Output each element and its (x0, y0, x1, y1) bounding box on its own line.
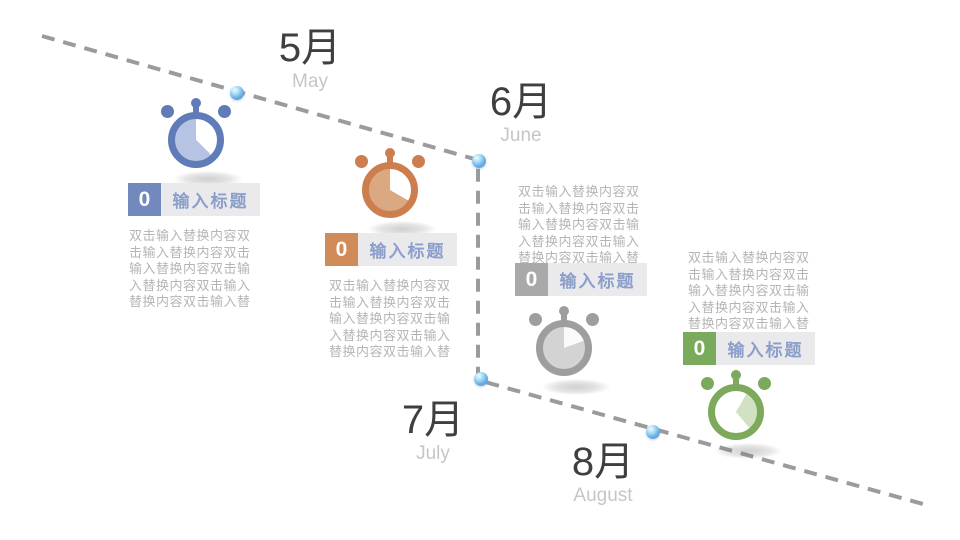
body-text-line: 入替换内容双击输入 (129, 277, 251, 293)
stopwatch-ear-right (218, 105, 231, 118)
title-badge: 0 输入标题 (325, 233, 457, 266)
stopwatch-ear-left (529, 313, 542, 326)
month-en-label: June (500, 125, 542, 146)
title-label: 输入标题 (161, 183, 260, 216)
month-zh-label: 5月 (278, 26, 342, 70)
stopwatch-icon (352, 148, 436, 240)
stopwatch-ear-right (412, 155, 425, 168)
body-text-line: 输入替换内容双击输 (518, 217, 640, 232)
stopwatch-ear-left (701, 377, 714, 390)
stopwatch-face (536, 320, 592, 376)
month-zh-label: 7月 (401, 398, 465, 442)
body-text: 双击输入替换内容双 击输入替换内容双击 输入替换内容双击输 入替换内容双击输入 … (329, 278, 451, 361)
body-text-line: 击输入替换内容双击 (518, 200, 640, 216)
stopwatch-knob (385, 148, 395, 158)
body-text-line: 替换内容双击输入替 (129, 294, 251, 309)
stopwatch-icon (698, 370, 782, 462)
body-text-line: 替换内容双击输入替 (518, 250, 640, 265)
stopwatch-icon (526, 306, 610, 398)
body-text-line: 双击输入替换内容双 (329, 278, 451, 293)
body-text: 双击输入替换内容双 击输入替换内容双击 输入替换内容双击输 入替换内容双击输入 … (688, 250, 810, 333)
body-text-line: 输入替换内容双击输 (129, 261, 251, 276)
stopwatch-face (362, 162, 418, 218)
stopwatch-shadow (714, 443, 782, 459)
title-badge: 0 输入标题 (128, 183, 260, 216)
month-en-label: May (292, 71, 328, 92)
badge-number: 0 (128, 183, 161, 216)
month-en-label: August (573, 485, 633, 506)
month-label-may: 5月 May (245, 26, 375, 93)
title-label: 输入标题 (548, 263, 647, 296)
stopwatch-ear-left (355, 155, 368, 168)
stopwatch-icon (158, 98, 242, 190)
body-text-line: 替换内容双击输入替 (688, 316, 810, 331)
timeline-node-sphere-may (230, 86, 244, 100)
month-label-june: 6月 June (456, 80, 586, 147)
stopwatch-stem (561, 312, 567, 321)
stopwatch-knob (191, 98, 201, 108)
title-label: 输入标题 (716, 332, 815, 365)
body-text-line: 双击输入替换内容双 (688, 250, 810, 265)
badge-number: 0 (683, 332, 716, 365)
body-text-line: 击输入替换内容双击 (329, 294, 451, 310)
body-text-line: 击输入替换内容双击 (688, 266, 810, 282)
body-text-line: 击输入替换内容双击 (129, 244, 251, 260)
timeline-node-sphere-august (646, 425, 660, 439)
month-label-august: 8月 August (538, 440, 668, 507)
stopwatch-knob (731, 370, 741, 380)
body-text-line: 入替换内容双击输入 (518, 233, 640, 249)
stopwatch-knob (559, 306, 569, 316)
badge-number: 0 (325, 233, 358, 266)
stopwatch-stem (387, 154, 393, 163)
month-label-july: 7月 July (368, 398, 498, 465)
month-en-label: July (416, 443, 450, 464)
stopwatch-ear-right (758, 377, 771, 390)
title-badge: 0 输入标题 (515, 263, 647, 296)
stopwatch-stem (733, 376, 739, 385)
stopwatch-shadow (542, 379, 610, 395)
body-text: 双击输入替换内容双 击输入替换内容双击 输入替换内容双击输 入替换内容双击输入 … (129, 228, 251, 311)
stopwatch-ear-left (161, 105, 174, 118)
body-text-line: 入替换内容双击输入 (688, 299, 810, 315)
title-badge: 0 输入标题 (683, 332, 815, 365)
timeline-node-sphere-june (472, 154, 486, 168)
body-text-line: 输入替换内容双击输 (688, 283, 810, 298)
body-text-line: 双击输入替换内容双 (129, 228, 251, 243)
stopwatch-ear-right (586, 313, 599, 326)
body-text-line: 替换内容双击输入替 (329, 344, 451, 359)
month-zh-label: 8月 (571, 440, 635, 484)
timeline-node-sphere-july (474, 372, 488, 386)
badge-number: 0 (515, 263, 548, 296)
month-zh-label: 6月 (489, 80, 553, 124)
stopwatch-stem (193, 104, 199, 113)
stopwatch-face (168, 112, 224, 168)
body-text-line: 双击输入替换内容双 (518, 184, 640, 199)
body-text-line: 输入替换内容双击输 (329, 311, 451, 326)
title-label: 输入标题 (358, 233, 457, 266)
stopwatch-face (708, 384, 764, 440)
body-text: 双击输入替换内容双 击输入替换内容双击 输入替换内容双击输 入替换内容双击输入 … (518, 184, 640, 267)
body-text-line: 入替换内容双击输入 (329, 327, 451, 343)
